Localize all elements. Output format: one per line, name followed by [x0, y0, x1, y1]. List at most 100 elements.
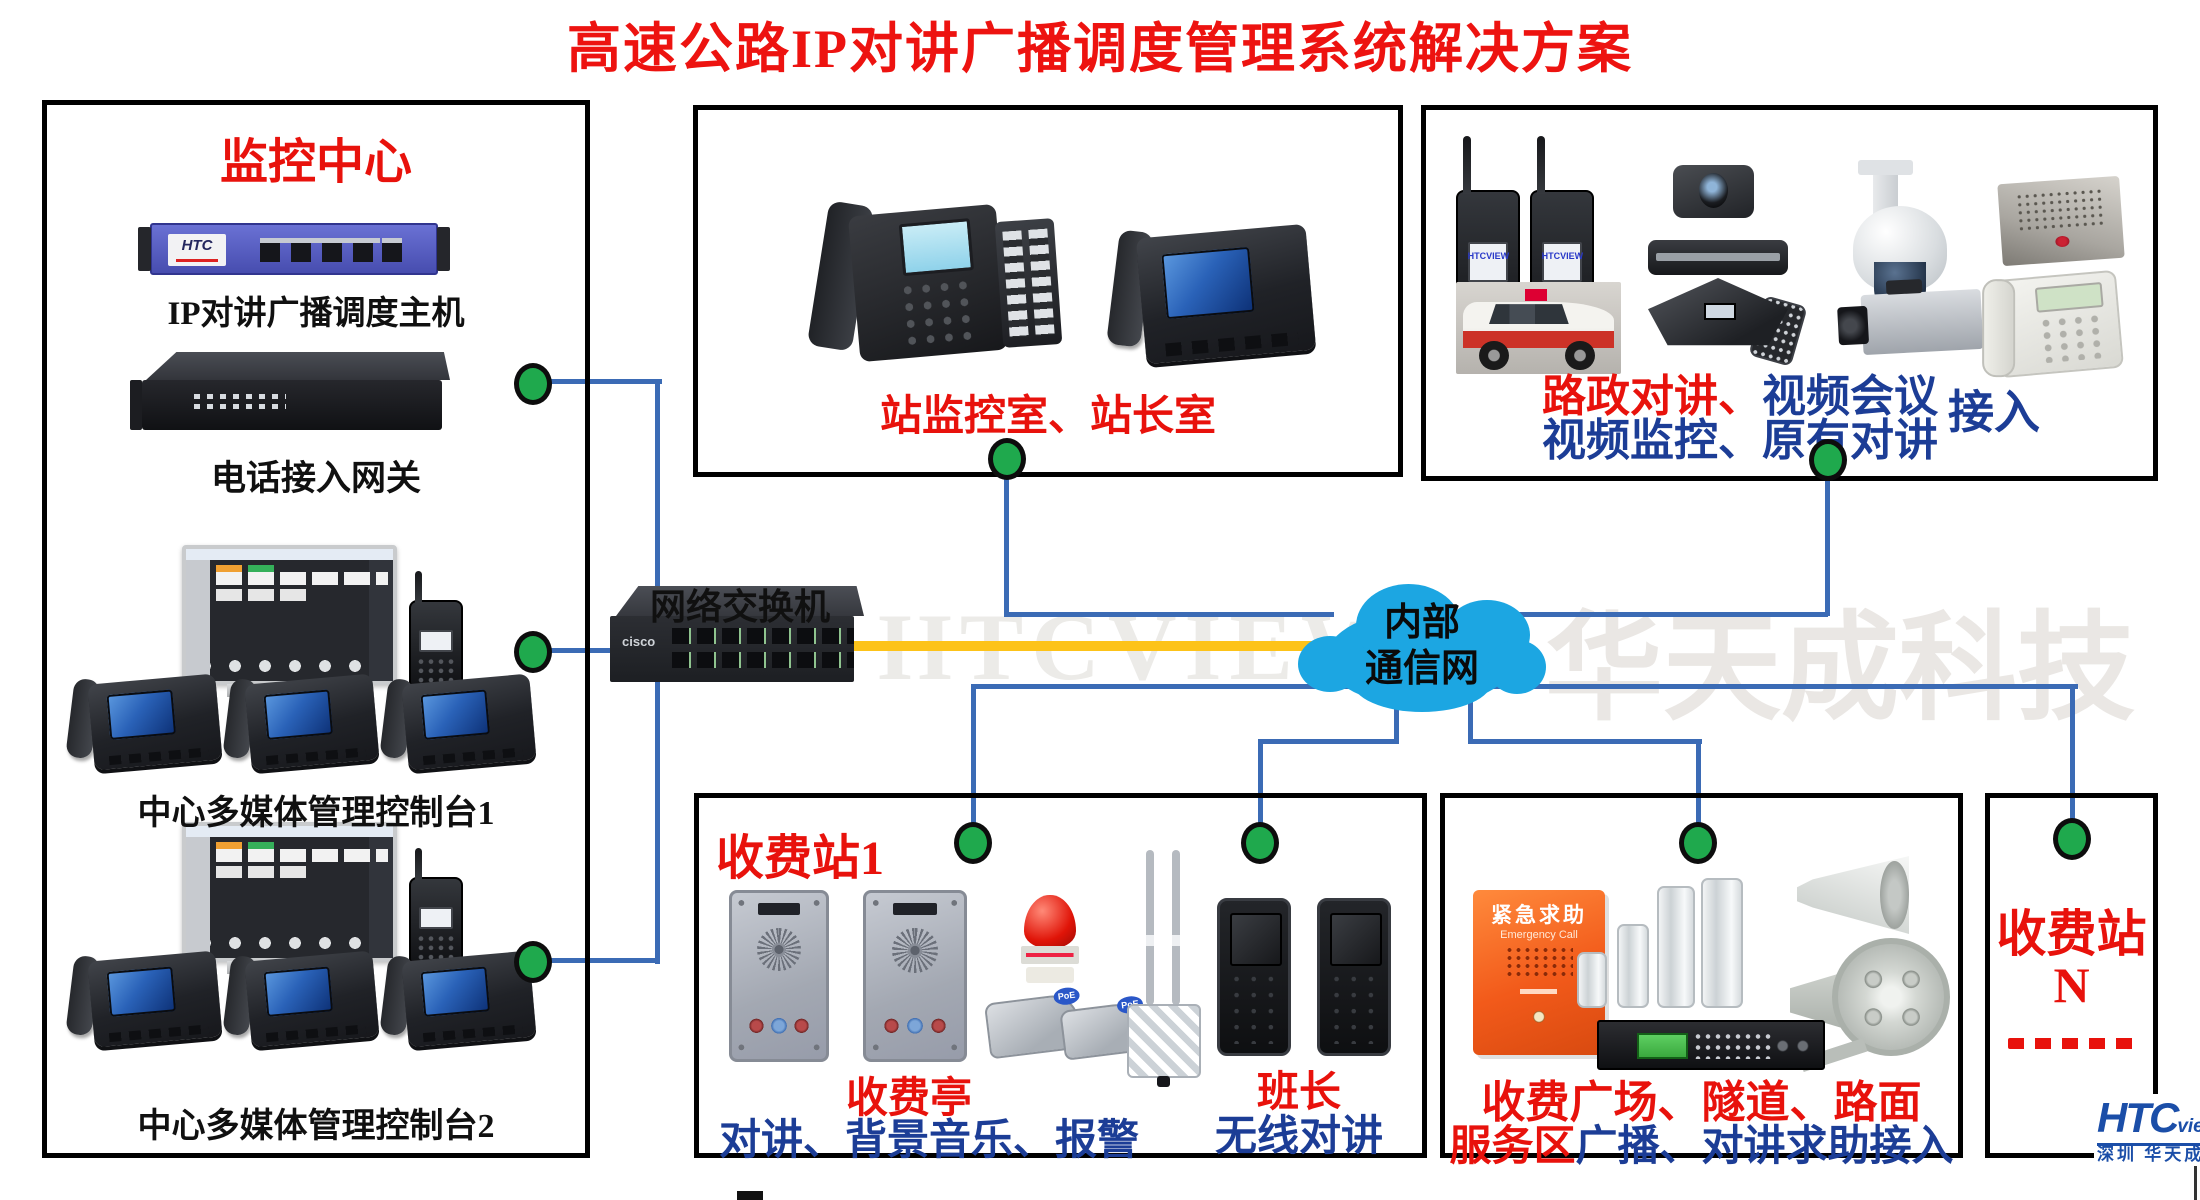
- connector: [1468, 695, 1473, 744]
- video-conference-camera: [1648, 165, 1788, 275]
- console2-monitor: [182, 822, 397, 974]
- toll-stationN-box: [1985, 793, 2158, 1158]
- console1-label: 中心多媒体管理控制台1: [137, 795, 495, 832]
- connection-node: [2053, 818, 2091, 860]
- emergency-label-cn: 紧急求助: [1491, 903, 1587, 927]
- walkie-screen: HTCVIEW: [1541, 251, 1584, 262]
- phone-gateway: [130, 380, 442, 430]
- touchscreen-phone: [1106, 223, 1317, 365]
- page-title: 高速公路IP对讲广播调度管理系统解决方案: [567, 19, 1633, 79]
- access-label-line1: 路政对讲、视频会议: [1542, 372, 1938, 421]
- connection-node: [1679, 822, 1717, 864]
- connector-backbone: [850, 641, 1325, 651]
- column-speaker: [1577, 952, 1607, 1008]
- connection-node: [514, 941, 552, 983]
- ip-phone: [379, 673, 537, 771]
- toll-station1-box: [694, 793, 1427, 1158]
- booth-desc: 对讲、背景音乐、报警: [719, 1118, 1140, 1164]
- monitor-center-title: 监控中心: [219, 136, 412, 189]
- scan-artifact: [737, 1191, 763, 1200]
- logo-subtitle: 深圳 华天成: [2097, 1143, 2200, 1163]
- ip-phone: [65, 950, 223, 1048]
- connection-node: [1241, 822, 1279, 864]
- connector: [1696, 739, 1701, 829]
- tollN-line1: 收费站: [1996, 906, 2147, 962]
- connector: [1004, 455, 1009, 615]
- alarm-beacon: [1021, 895, 1079, 983]
- leader-desc: 无线对讲: [1214, 1114, 1383, 1160]
- analog-desk-phone: [1990, 269, 2125, 379]
- switch-brand: cisco: [622, 634, 656, 649]
- desk-phone-console: [807, 200, 1063, 370]
- emergency-label-en: Emergency Call: [1500, 929, 1578, 941]
- ip-phone: [222, 950, 380, 1048]
- cloud-text: 内部通信网: [1364, 602, 1479, 690]
- rugged-handset: [1317, 898, 1391, 1056]
- watermark-huatiancheng: 华天成科技: [1545, 604, 2136, 735]
- connector: [537, 958, 659, 963]
- connector: [1468, 739, 1702, 744]
- booth-label: 收费亭: [845, 1076, 972, 1122]
- access-label-line2: 视频监控、原有对讲: [1542, 416, 1938, 465]
- connection-node: [954, 822, 992, 864]
- gateway-label: 电话接入网关: [210, 459, 421, 498]
- ip-phone: [379, 950, 537, 1048]
- plaza-label2: 服务区广播、对讲求助接入: [1449, 1124, 1954, 1170]
- connector: [1825, 458, 1830, 616]
- connector: [2070, 684, 2075, 824]
- ap-antenna: [1146, 850, 1154, 1005]
- console2-walkie: [409, 848, 463, 967]
- road-patrol-car: [1456, 282, 1621, 374]
- box-camera: [1860, 288, 1984, 356]
- station-room-box: [693, 105, 1403, 477]
- htcview-logo: HTCview 深圳 华天成: [2094, 1094, 2200, 1163]
- toll1-title: 收费站1: [716, 832, 885, 885]
- console2-label: 中心多媒体管理控制台2: [137, 1108, 495, 1145]
- logo-suffix: view: [2177, 1116, 2200, 1137]
- horn-speaker-large: [1790, 938, 1950, 1073]
- access-suffix: 接入: [1948, 387, 2040, 438]
- ellipsis-dashes: [2008, 1038, 2140, 1049]
- rugged-handset: [1217, 898, 1291, 1056]
- connection-node: [514, 631, 552, 673]
- walkie-screen: HTCVIEW: [1467, 251, 1510, 262]
- host-label: IP对讲广播调度主机: [167, 296, 465, 332]
- tollN-line2: N: [2053, 957, 2090, 1013]
- access-box: [1421, 105, 2158, 481]
- connector: [1258, 739, 1263, 829]
- logo-main: HTC: [2097, 1094, 2179, 1141]
- connector: [1258, 739, 1399, 744]
- connector: [537, 379, 662, 384]
- connection-node: [988, 438, 1026, 480]
- connector: [1004, 612, 1334, 617]
- switch-label: 网络交换机: [649, 587, 830, 627]
- column-speaker: [1701, 878, 1743, 1008]
- station-room-label: 站监控室、站长室: [879, 394, 1216, 440]
- ip-phone: [65, 673, 223, 771]
- connector: [1480, 612, 1828, 617]
- wireless-ap: [1127, 1004, 1201, 1088]
- column-speaker: [1617, 924, 1649, 1008]
- plaza-box: [1440, 793, 1963, 1158]
- network-switch: cisco: [610, 586, 864, 682]
- legacy-intercom-unit: [1997, 175, 2125, 267]
- connection-node: [514, 363, 552, 405]
- leader-label: 班长: [1256, 1070, 1341, 1116]
- broadcast-amplifier: [1597, 1020, 1825, 1070]
- connector: [971, 684, 976, 829]
- ptz-dome-camera: [1844, 160, 1956, 325]
- booth-intercom-panel: [729, 890, 829, 1062]
- connection-node: [1809, 439, 1847, 481]
- column-speaker: [1657, 886, 1695, 1008]
- host-brand: HTC: [181, 237, 213, 254]
- monitor-center-box: [42, 100, 590, 1158]
- booth-intercom-panel: [863, 890, 967, 1062]
- connector: [1394, 695, 1399, 744]
- ip-dispatch-host: HTC: [138, 223, 450, 275]
- emergency-call-box: 紧急求助 Emergency Call: [1473, 890, 1605, 1055]
- plaza-label1: 收费广场、隧道、路面: [1481, 1078, 1922, 1127]
- internal-network-cloud: 内部通信网: [1296, 584, 1548, 716]
- ap-antenna: [1172, 850, 1180, 1005]
- connector: [537, 648, 617, 653]
- console1-monitor: [182, 545, 397, 697]
